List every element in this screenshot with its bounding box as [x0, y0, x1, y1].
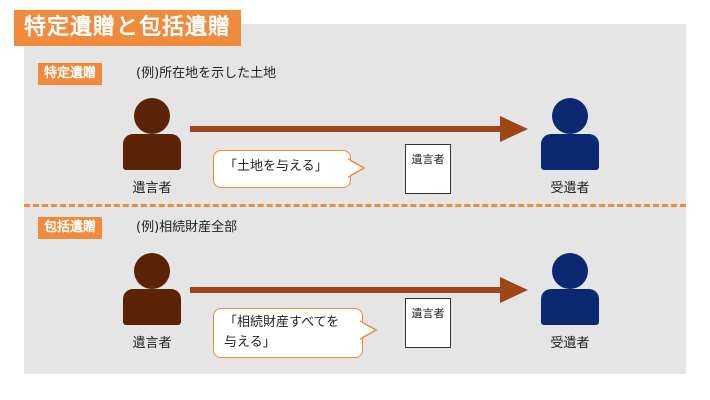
speech-bubble-icon: 「相続財産すべてを 与える」: [213, 308, 378, 358]
section-divider: [24, 204, 686, 207]
speech-text-line1: 「相続財産すべてを: [224, 315, 340, 330]
speech-text: 「土地を与える」: [224, 159, 328, 174]
section-badge-comprehensive: 包括遺贈: [38, 217, 103, 239]
speech-text-line2: 与える」: [224, 335, 276, 350]
bequest-arrow-icon: [190, 277, 528, 303]
testator-label: 遺言者: [132, 181, 172, 196]
document-label: 遺言者: [411, 307, 445, 320]
bequest-arrow-icon: [190, 116, 528, 142]
will-document-icon: 遺言者: [405, 298, 451, 348]
speech-tail-icon: [360, 320, 378, 340]
beneficiary-person-icon: [541, 98, 599, 170]
testator-person-icon: [123, 253, 181, 325]
section-example-comprehensive: (例)相続財産全部: [136, 220, 238, 235]
testator-person-icon: [123, 98, 181, 170]
page-title: 特定遺贈と包括遺贈: [14, 10, 242, 46]
document-label: 遺言者: [411, 153, 445, 166]
beneficiary-label: 受遺者: [550, 336, 590, 351]
beneficiary-person-icon: [541, 253, 599, 325]
speech-tail-icon: [348, 158, 366, 178]
speech-bubble-icon: 「土地を与える」: [213, 150, 366, 188]
will-document-icon: 遺言者: [405, 144, 451, 194]
beneficiary-label: 受遺者: [550, 181, 590, 196]
section-example-specific: (例)所在地を示した土地: [136, 66, 277, 81]
section-badge-specific: 特定遺贈: [38, 63, 103, 85]
testator-label: 遺言者: [132, 336, 172, 351]
